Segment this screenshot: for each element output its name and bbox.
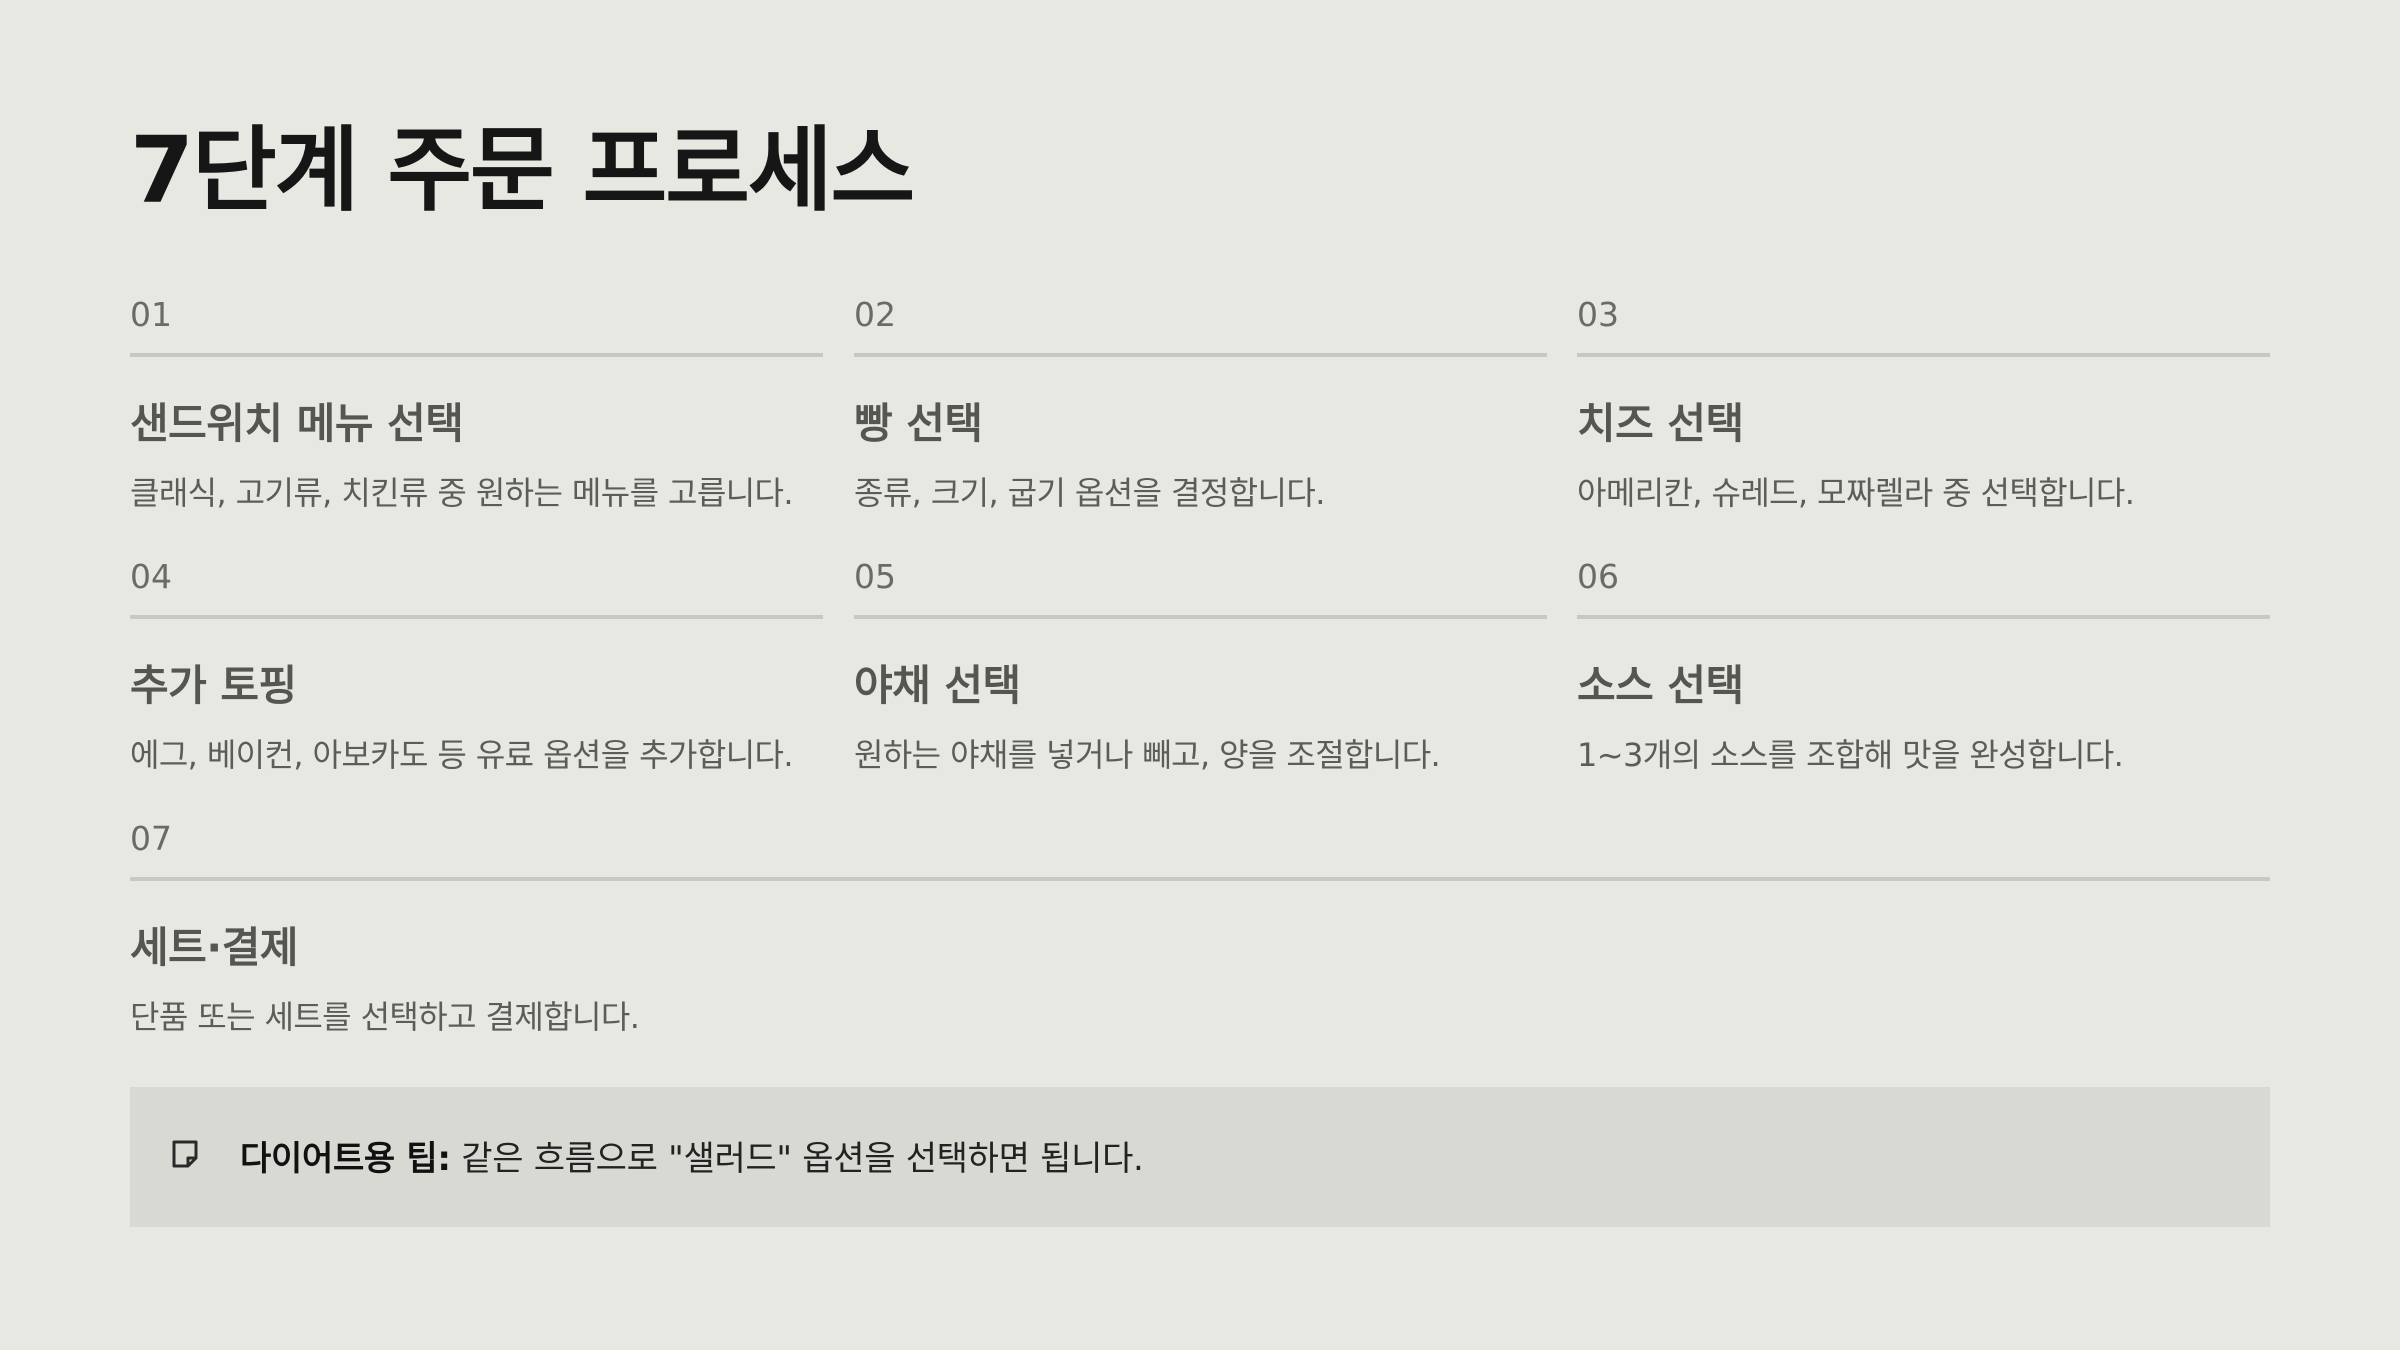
step-title: 빵 선택 — [854, 399, 983, 448]
diet-tip-callout: 다이어트용 팁: 같은 흐름으로 "샐러드" 옵션을 선택하면 됩니다. — [130, 1087, 2270, 1227]
step-04: 04 추가 토핑 에그, 베이컨, 아보카도 등 유료 옵션을 추가합니다. — [130, 557, 823, 774]
step-03: 03 치즈 선택 아메리칸, 슈레드, 모짜렐라 중 선택합니다. — [1577, 295, 2270, 512]
page-title: 7단계 주문 프로세스 — [130, 117, 915, 224]
step-title: 샌드위치 메뉴 선택 — [130, 399, 464, 448]
step-description: 종류, 크기, 굽기 옵션을 결정합니다. — [854, 474, 1325, 512]
step-number: 04 — [130, 557, 172, 596]
step-01: 01 샌드위치 메뉴 선택 클래식, 고기류, 치킨류 중 원하는 메뉴를 고릅… — [130, 295, 823, 512]
step-description: 클래식, 고기류, 치킨류 중 원하는 메뉴를 고릅니다. — [130, 474, 794, 512]
step-divider — [130, 615, 823, 619]
step-05: 05 야채 선택 원하는 야채를 넣거나 빼고, 양을 조절합니다. — [854, 557, 1547, 774]
tip-body: 같은 흐름으로 "샐러드" 옵션을 선택하면 됩니다. — [450, 1139, 1144, 1179]
step-title: 추가 토핑 — [130, 661, 297, 710]
step-07: 07 세트·결제 단품 또는 세트를 선택하고 결제합니다. — [130, 819, 2270, 1036]
step-description: 아메리칸, 슈레드, 모짜렐라 중 선택합니다. — [1577, 474, 2135, 512]
step-title: 세트·결제 — [130, 923, 299, 972]
step-title: 치즈 선택 — [1577, 399, 1744, 448]
step-divider — [854, 615, 1547, 619]
step-number: 06 — [1577, 557, 1619, 596]
step-description: 1~3개의 소스를 조합해 맛을 완성합니다. — [1577, 736, 2124, 774]
step-description: 에그, 베이컨, 아보카도 등 유료 옵션을 추가합니다. — [130, 736, 794, 774]
step-divider — [1577, 615, 2270, 619]
tip-label: 다이어트용 팁: — [240, 1139, 451, 1179]
step-number: 02 — [854, 295, 896, 334]
step-02: 02 빵 선택 종류, 크기, 굽기 옵션을 결정합니다. — [854, 295, 1547, 512]
step-divider — [130, 353, 823, 357]
step-divider — [1577, 353, 2270, 357]
step-06: 06 소스 선택 1~3개의 소스를 조합해 맛을 완성합니다. — [1577, 557, 2270, 774]
step-description: 단품 또는 세트를 선택하고 결제합니다. — [130, 998, 640, 1036]
step-description: 원하는 야채를 넣거나 빼고, 양을 조절합니다. — [854, 736, 1441, 774]
step-divider — [130, 877, 2270, 881]
step-number: 03 — [1577, 295, 1619, 334]
step-divider — [854, 353, 1547, 357]
step-title: 야채 선택 — [854, 661, 1021, 710]
step-number: 01 — [130, 295, 172, 334]
note-icon — [172, 1140, 198, 1168]
tip-text: 다이어트용 팁: 같은 흐름으로 "샐러드" 옵션을 선택하면 됩니다. — [240, 1131, 1144, 1180]
step-number: 05 — [854, 557, 896, 596]
step-number: 07 — [130, 819, 172, 858]
step-title: 소스 선택 — [1577, 661, 1744, 710]
